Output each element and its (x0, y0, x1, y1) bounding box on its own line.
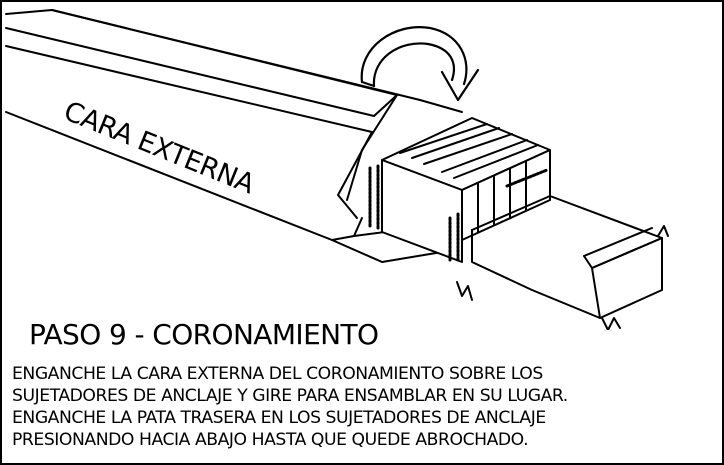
anchor-clip-brackets (368, 117, 551, 264)
wall-block (456, 195, 669, 330)
rotation-arrow-icon (360, 26, 480, 102)
capping-assembly-illustration: CARA EXTERNA (5, 9, 669, 330)
instruction-line: PRESIONANDO HACIA ABAJO HASTA QUE QUEDE … (12, 430, 529, 450)
face-label: CARA EXTERNA (59, 96, 259, 201)
coping-cap (5, 9, 463, 263)
instruction-line: SUJETADORES DE ANCLAJE Y GIRE PARA ENSAM… (12, 386, 568, 406)
top-border (2, 0, 722, 2)
step-instructions: ENGANCHE LA CARA EXTERNA DEL CORONAMIENT… (12, 363, 568, 451)
instruction-line: ENGANCHE LA PATA TRASERA EN LOS SUJETADO… (12, 408, 546, 428)
instruction-line: ENGANCHE LA CARA EXTERNA DEL CORONAMIENT… (12, 364, 543, 384)
step-title: PASO 9 - CORONAMIENTO (29, 318, 379, 351)
